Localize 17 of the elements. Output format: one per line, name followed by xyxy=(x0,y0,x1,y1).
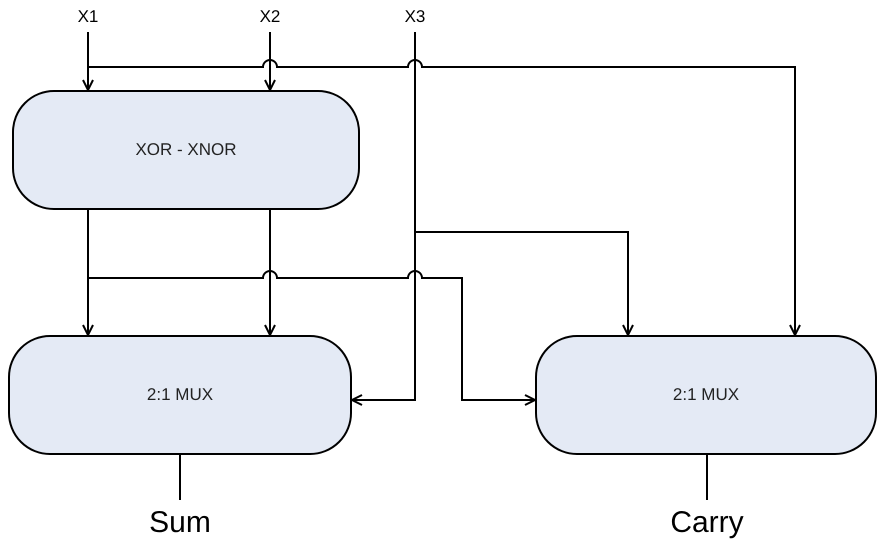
signal-label: X3 xyxy=(395,4,435,30)
process-box xyxy=(8,335,352,455)
box-label: 2:1 MUX xyxy=(146,384,214,406)
wire xyxy=(706,455,708,500)
signal-label: Sum xyxy=(130,502,230,542)
signal-label: Carry xyxy=(647,502,767,542)
box-label: 2:1 MUX xyxy=(672,384,740,406)
arrow xyxy=(87,32,801,336)
process-box xyxy=(12,90,360,210)
signal-label: X1 xyxy=(68,4,108,30)
process-box xyxy=(535,335,877,455)
box-label: XOR - XNOR xyxy=(135,139,237,162)
wire xyxy=(179,455,181,500)
arrow xyxy=(264,32,276,91)
arrow xyxy=(264,210,276,336)
signal-label: X2 xyxy=(250,4,290,30)
arrow xyxy=(414,32,634,336)
